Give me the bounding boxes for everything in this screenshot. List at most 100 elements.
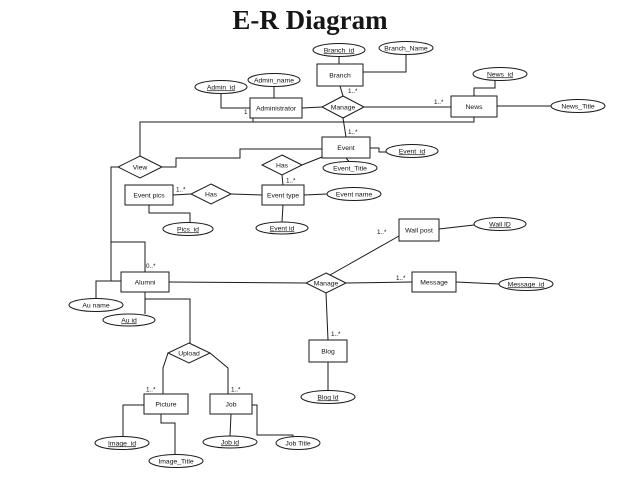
attribute-wall-id-label: Wall ID — [489, 221, 511, 228]
connector-branch-manage — [339, 85, 344, 97]
relationship-manage-alumni-label: Manage — [314, 280, 339, 287]
connector-upload-job — [209, 352, 229, 394]
entity-alumni: Alumni — [120, 271, 170, 293]
connector-has-eventtype2 — [230, 193, 263, 196]
entity-picture: Picture — [143, 393, 189, 415]
entity-job: Job — [209, 393, 253, 415]
relationship-has-pics: Has — [189, 183, 233, 205]
connector-picture-imageid — [122, 404, 144, 437]
entity-job-label: Job — [226, 401, 237, 408]
attribute-image-title-label: Image_Title — [158, 458, 193, 465]
attribute-au-id: Au id — [102, 313, 156, 327]
entity-administrator: Administrator — [249, 97, 303, 119]
cardinality-event-pics-has: 1..* — [176, 187, 186, 194]
connector-view-alumni-left — [110, 166, 121, 282]
attribute-admin-id-label: Admin_id — [207, 84, 236, 91]
connector-event-eventtitle — [345, 157, 350, 162]
connector-eventtype-eventid — [281, 204, 284, 223]
attribute-au-name: Au name — [68, 298, 124, 312]
connector-left-auname — [95, 280, 111, 299]
attribute-branch-name-label: Branch_Name — [384, 45, 428, 52]
attribute-admin-name-label: Admin_name — [254, 77, 294, 84]
attribute-au-name-label: Au name — [82, 302, 109, 309]
cardinality-manage-message: 1..* — [396, 275, 406, 282]
connector-job-jobtitle — [252, 404, 294, 437]
connector-manage-wallpost — [329, 235, 400, 276]
connector-message-messageid — [455, 281, 500, 285]
relationship-upload: Upload — [166, 342, 212, 364]
entity-branch: Branch — [316, 63, 364, 87]
entity-event-type: Event type — [261, 184, 305, 206]
attribute-pics-id: Pics_id — [162, 222, 214, 236]
attribute-job-title: Job Title — [275, 436, 321, 450]
attribute-message-id: Message_id — [498, 277, 554, 291]
attribute-au-id-label: Au id — [121, 317, 137, 324]
entity-message: Message — [411, 271, 457, 293]
attribute-news-title: News_Title — [550, 99, 606, 113]
connector-manage-blog — [325, 292, 329, 341]
cardinality-view-alumni: 0..* — [146, 263, 156, 270]
entity-event: Event — [321, 136, 371, 159]
attribute-event-title-label: Event_Title — [333, 165, 367, 172]
relationship-manage-alumni: Manage — [304, 272, 348, 294]
connector-branchname-branch — [363, 54, 407, 73]
attribute-image-id: Image_id — [94, 436, 150, 450]
cardinality-manage-news: 1..* — [434, 99, 444, 106]
cardinality-upload-picture: 1..* — [146, 387, 156, 394]
entity-picture-label: Picture — [155, 401, 176, 408]
attribute-event-type-id: Event id — [255, 221, 309, 235]
attribute-event-type-id-label: Event id — [270, 225, 295, 232]
attribute-job-id: Job id — [202, 435, 258, 449]
attribute-image-id-label: Image_id — [108, 440, 136, 447]
attribute-branch-id-label: Branch_id — [324, 47, 355, 54]
relationship-has-pics-label: Has — [205, 191, 218, 198]
attribute-image-title: Image_Title — [148, 454, 204, 468]
connector-manage-event — [342, 117, 347, 138]
attribute-branch-name: Branch_Name — [378, 41, 434, 55]
entity-event-type-label: Event type — [267, 192, 299, 199]
attribute-branch-id: Branch_id — [312, 43, 366, 57]
cardinality-administrator: 1 — [244, 109, 248, 116]
cardinality-manage-wall-post: 1..* — [377, 229, 387, 236]
relationship-upload-label: Upload — [178, 350, 200, 357]
relationship-has-event-label: Has — [276, 162, 289, 169]
relationship-view-label: View — [133, 164, 148, 171]
attribute-job-id-label: Job id — [221, 439, 239, 446]
attribute-admin-name: Admin_name — [247, 73, 301, 87]
connector-administrator-manage — [301, 106, 323, 109]
connector-eventtype-eventname — [303, 193, 328, 196]
page-title: E-R Diagram — [232, 5, 388, 35]
attribute-blog-id-label: Blog Id — [317, 394, 338, 401]
connector-news-view — [139, 117, 475, 156]
attribute-event-id: Event_id — [385, 144, 439, 158]
entity-message-label: Message — [420, 279, 448, 286]
relationship-manage-admin-news-label: Manage — [331, 104, 356, 111]
entity-news: News — [450, 95, 498, 118]
entity-alumni-label: Alumni — [135, 279, 156, 286]
cardinality-branch-manage: 1..* — [348, 88, 358, 95]
connector-event-eventid — [370, 147, 386, 153]
attribute-pics-id-label: Pics_id — [177, 226, 199, 233]
connector-alumni-upload — [145, 298, 191, 343]
attribute-news-title-label: News_Title — [561, 103, 595, 110]
attribute-message-id-label: Message_id — [508, 281, 545, 288]
connector-has-eventtype — [281, 174, 284, 186]
entity-blog: Blog — [308, 339, 348, 363]
connector-picture-imagetitle — [160, 414, 176, 455]
cardinality-manage-blog: 1..* — [331, 331, 341, 338]
connector-branch-alumni-top — [111, 241, 146, 272]
attribute-event-title: Event_Title — [322, 161, 378, 175]
connector-job-jobid — [229, 413, 232, 437]
entity-event-label: Event — [337, 145, 354, 152]
attribute-news-id: News_id — [472, 67, 528, 81]
connector-wallpost-wallid — [438, 224, 475, 230]
entity-blog-label: Blog — [321, 348, 335, 355]
attribute-event-name: Event name — [326, 187, 382, 201]
cardinality-has-event-type: 1..* — [286, 178, 296, 185]
connector-eventpics-picsid — [148, 205, 191, 223]
attribute-admin-id: Admin_id — [194, 80, 248, 94]
connector-manage-message — [345, 281, 413, 284]
relationship-has-event: Has — [260, 154, 304, 176]
